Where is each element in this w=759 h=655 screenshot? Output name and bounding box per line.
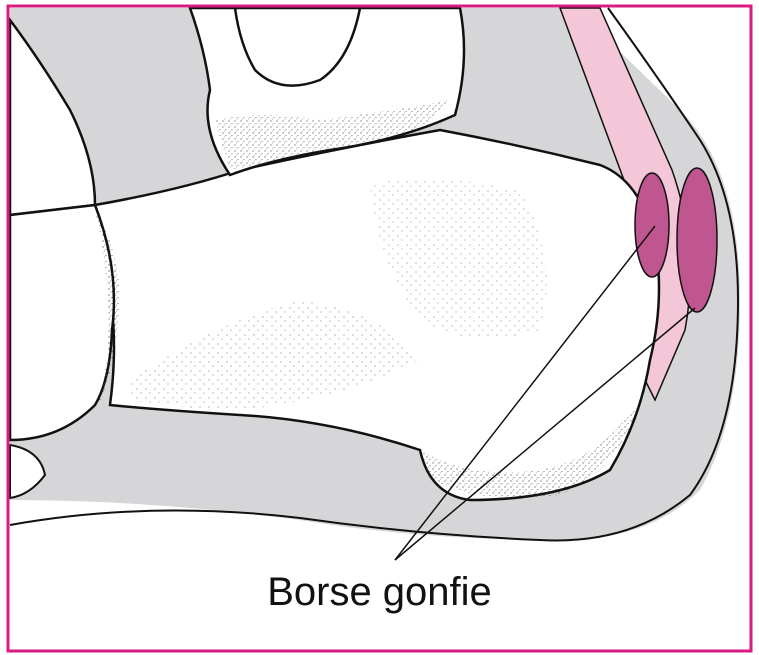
swollen-bursa-inner	[635, 173, 669, 277]
swollen-bursa-outer	[677, 168, 717, 312]
